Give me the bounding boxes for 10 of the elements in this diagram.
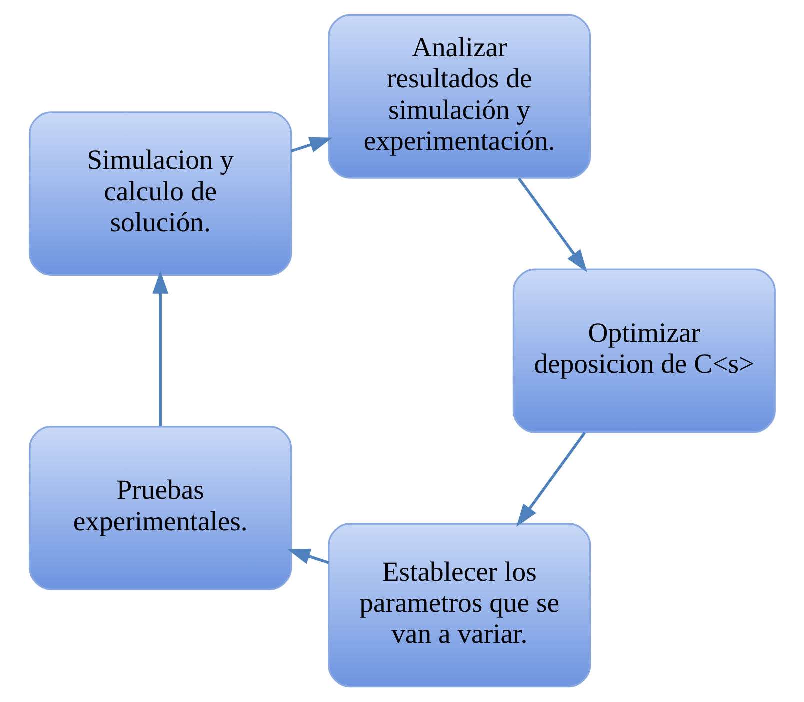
node-box: Optimizar deposicion de C<s> bbox=[512, 268, 776, 434]
node-box: Simulacion y calculo de solución. bbox=[28, 112, 292, 276]
arrow bbox=[516, 432, 586, 528]
arrow bbox=[286, 548, 329, 564]
node-box: Establecer los parametros que se van a variar. bbox=[328, 523, 591, 688]
arrow bbox=[290, 137, 332, 153]
node-box: Pruebas experimentales. bbox=[28, 426, 292, 590]
arrow bbox=[517, 178, 587, 273]
node-box: Analizar resultados de simulación y experimentación. bbox=[328, 14, 591, 179]
arrow bbox=[152, 270, 168, 426]
